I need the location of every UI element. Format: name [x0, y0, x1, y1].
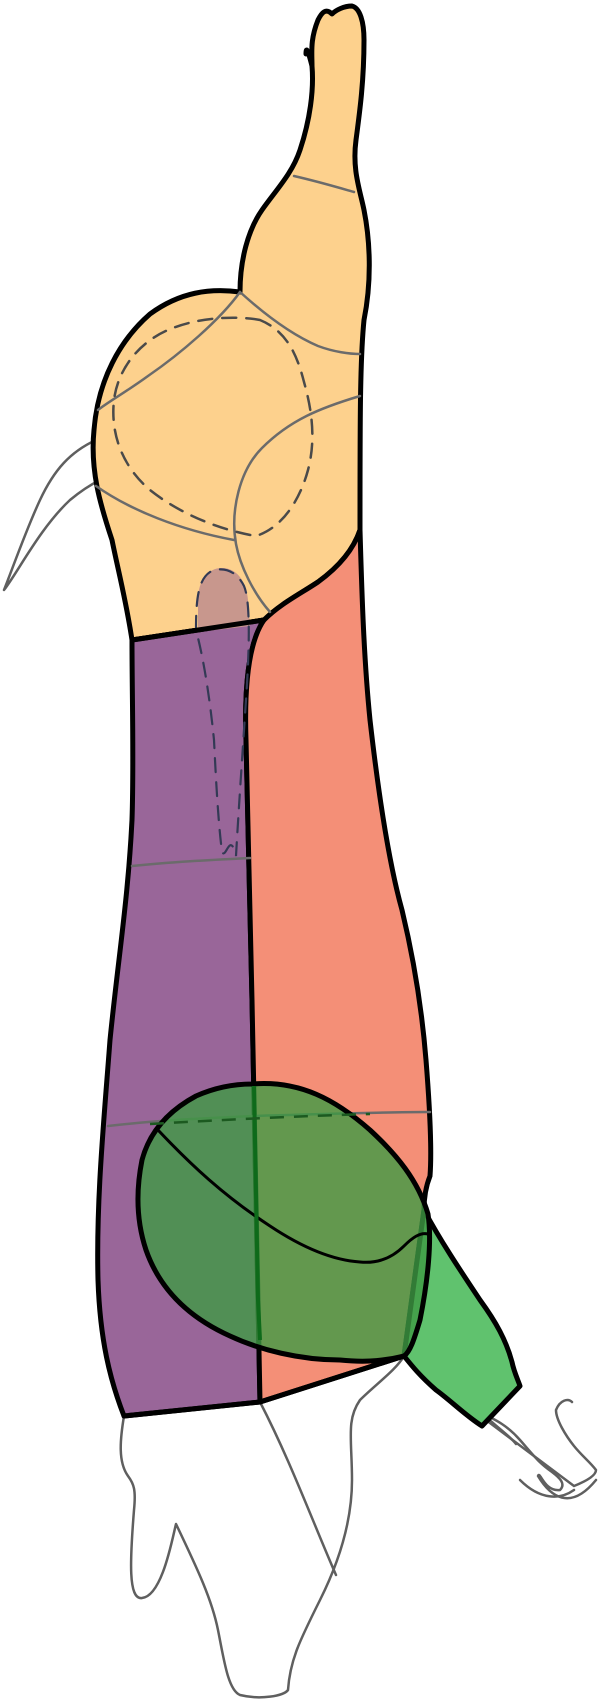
- oval-dashed-guide: [149, 1112, 371, 1126]
- green-oval-inner-line: [156, 1128, 430, 1264]
- region-small-oval: [198, 568, 250, 632]
- dashed-outline-upper: [112, 316, 314, 538]
- region-upper: [90, 3, 372, 643]
- region-green-tab: [401, 1207, 523, 1429]
- divider-line: [252, 1085, 262, 1341]
- region-green-oval: [135, 1080, 433, 1364]
- left-spur-outline: [2, 438, 102, 592]
- small-oval-dashed-outline: [194, 568, 250, 857]
